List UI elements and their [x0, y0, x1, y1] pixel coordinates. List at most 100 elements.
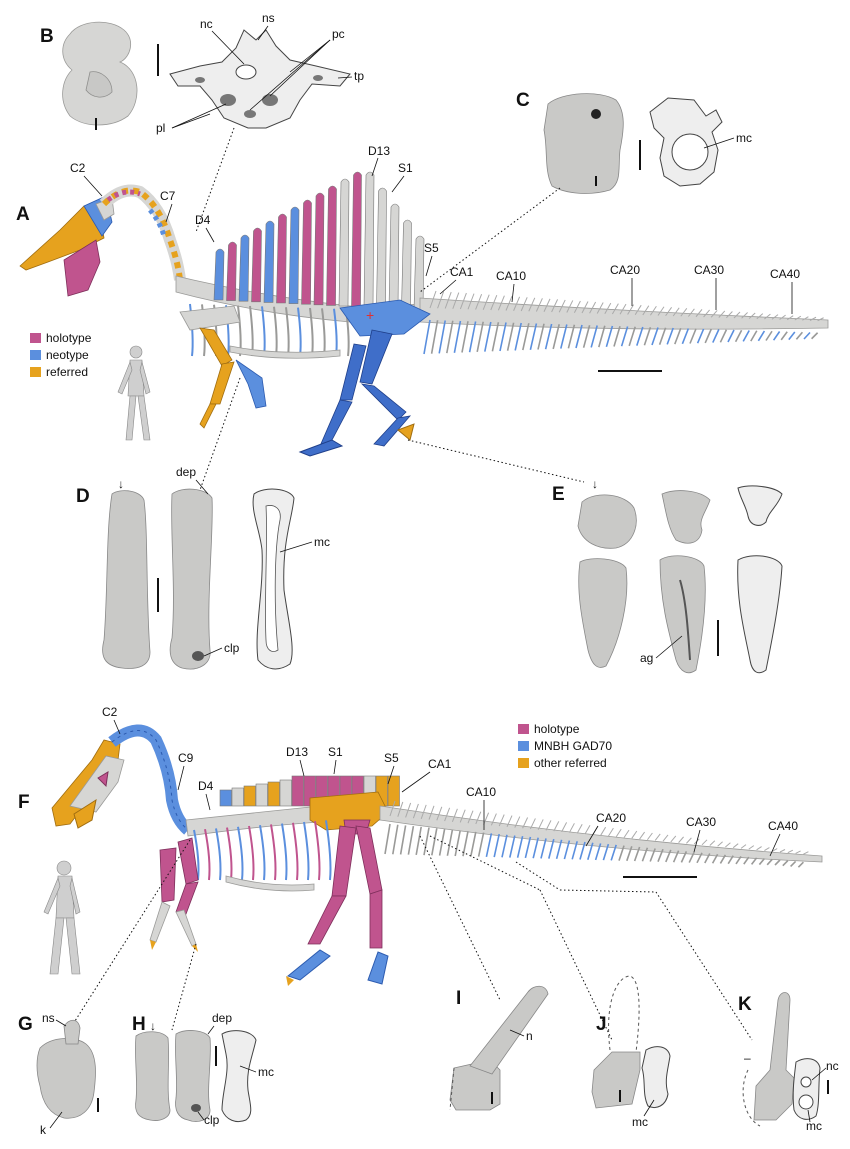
dorsal-spine [226, 241, 237, 301]
tail-neural-spine [709, 840, 716, 846]
sail-block [279, 779, 292, 807]
rib [325, 820, 332, 881]
dorsal-spine [288, 206, 300, 304]
caudal-vertebra-k-photo [753, 992, 795, 1121]
panel-label-a: A [16, 204, 30, 225]
tail-chevron [598, 325, 606, 348]
tail-neural-spine [475, 293, 483, 310]
legend-swatch-mnbh-f [518, 741, 529, 751]
connector-c [419, 187, 561, 293]
tail-chevron [704, 853, 711, 864]
phalanx-h-ct [221, 1030, 257, 1123]
tail-chevron [610, 844, 617, 861]
tail-chevron [384, 823, 391, 855]
rib [270, 824, 277, 881]
panel-j: J mc [591, 975, 671, 1129]
tail-chevron [470, 831, 477, 857]
rib [215, 828, 222, 881]
tail-chevron [563, 840, 571, 860]
tail-chevron [681, 328, 690, 345]
tail-chevron [540, 838, 547, 859]
phalanx-h-lateral [175, 1030, 211, 1122]
tail-neural-spine [786, 315, 794, 321]
tail-neural-spine [718, 310, 726, 318]
tail-chevron [766, 858, 773, 866]
tail-neural-spine [604, 302, 612, 314]
tail-chevron [446, 320, 454, 354]
tail-chevron [636, 326, 644, 346]
tail-neural-spine [505, 296, 513, 311]
tail-neural-spine [703, 309, 710, 318]
rib [237, 826, 244, 881]
tail-neural-spine [657, 306, 665, 316]
tail-chevron [544, 323, 553, 350]
tail-chevrons-a [423, 290, 824, 355]
label-ca40-f: CA40 [768, 819, 798, 833]
ungual-lateral-view [659, 555, 706, 674]
forelimb-a [179, 305, 341, 429]
neural-spine-g [63, 1019, 81, 1045]
legend-swatch-other-f [518, 758, 529, 768]
dorsal-spine [376, 187, 387, 309]
ribs-f [193, 820, 332, 881]
dorsal-spine [351, 171, 362, 307]
tail-chevron [476, 321, 484, 353]
tail-neural-spine [779, 849, 786, 853]
panel-b: B nc ns pc tp pl [40, 11, 364, 135]
dorsal-spine [276, 213, 287, 304]
caudal-vertebra-k-ct [792, 1058, 821, 1120]
legend-label-holotype-f: holotype [534, 722, 580, 736]
tail-chevron [438, 828, 446, 856]
tail-neural-spine [389, 800, 396, 817]
tail-chevron [626, 846, 633, 862]
tail-chevron [590, 325, 598, 348]
tail-neural-spine [726, 311, 733, 319]
label-s5-a: S5 [424, 241, 439, 255]
tail-neural-spine [619, 303, 627, 315]
tail-chevron [602, 843, 610, 861]
connector-k-b [559, 889, 657, 893]
arrow-h: ↓ [150, 1019, 156, 1033]
human-scale-silhouette-a [117, 345, 151, 441]
label-pc-b: pc [332, 27, 345, 41]
tail-chevron [658, 327, 667, 345]
arrow-k: – [744, 1051, 751, 1065]
legend-swatch-referred-a [30, 367, 41, 377]
tail-chevron [462, 831, 469, 857]
tail-neural-spine [452, 292, 460, 309]
tail-chevron [772, 331, 781, 341]
tail-neural-spine [817, 317, 824, 322]
panel-label-f: F [18, 792, 30, 813]
tail-chevron [657, 848, 664, 862]
panel-label-i: I [456, 988, 461, 1009]
tail-chevron [628, 326, 636, 347]
tail-neural-spine [600, 826, 607, 836]
label-ca30-a: CA30 [694, 263, 724, 277]
tail-chevron [680, 851, 688, 863]
label-clp-d: clp [224, 641, 240, 655]
medullary-cavity-c [671, 133, 709, 171]
tail-chevron [665, 849, 672, 863]
panel-label-k: K [738, 994, 752, 1015]
rib [204, 829, 211, 881]
tail-neural-spine [627, 304, 635, 315]
tail-neural-spine [420, 804, 427, 820]
label-ca30-f: CA30 [686, 815, 716, 829]
tail-chevron [743, 856, 750, 865]
tail-chevron [430, 320, 439, 354]
label-s1-a: S1 [398, 161, 413, 175]
tail-neural-spine [607, 827, 614, 837]
panel-g: G ns k [18, 1011, 99, 1137]
tail-neural-spine [412, 803, 419, 819]
tail-neural-spine [756, 846, 762, 851]
legend-label-neotype-a: neotype [46, 348, 89, 362]
tail-chevron [774, 859, 781, 866]
connector-j-a [429, 835, 541, 891]
tail-neural-spine [467, 293, 475, 310]
tail-chevron [548, 838, 555, 859]
label-ca40-a: CA40 [770, 267, 800, 281]
label-ca10-f: CA10 [466, 785, 496, 799]
phalanx-photo-lateral [169, 488, 213, 670]
label-tp-b: tp [354, 69, 364, 83]
tail-neural-spine [581, 301, 589, 314]
